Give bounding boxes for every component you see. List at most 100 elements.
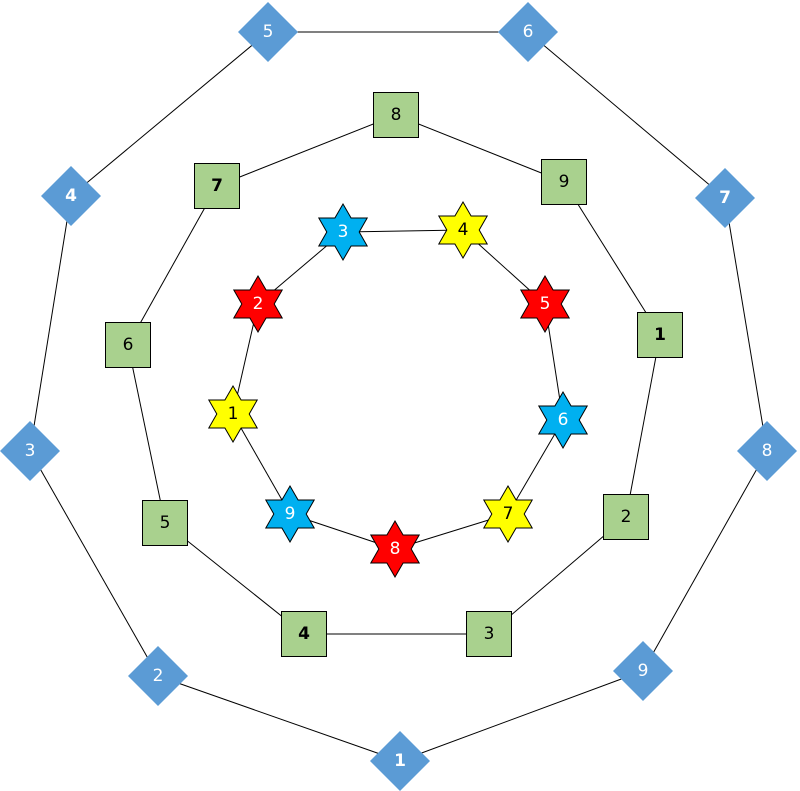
inner-star-node: 1 <box>207 385 259 443</box>
node-label: 2 <box>621 507 632 527</box>
node-label: 8 <box>391 105 402 125</box>
node-label: 2 <box>153 666 164 686</box>
square-shape <box>281 611 327 657</box>
square-shape <box>373 92 419 138</box>
node-label: 5 <box>540 294 551 314</box>
middle-ring-connector <box>127 185 218 346</box>
diamond-shape <box>128 646 188 706</box>
node-label: 6 <box>558 410 569 430</box>
diamond-shape <box>498 2 558 62</box>
middle-ring-connector <box>395 114 565 183</box>
hexagram-star-shape <box>537 391 589 449</box>
diamond-shape <box>695 168 755 228</box>
node-label: 7 <box>503 504 514 524</box>
inner-star-node: 3 <box>317 203 369 261</box>
inner-ring-connector <box>342 229 464 233</box>
diamond-shape <box>737 421 797 481</box>
outer-ring-connector <box>70 31 269 197</box>
outer-ring-connector <box>29 195 72 452</box>
inner-star-node: 9 <box>264 485 316 543</box>
middle-ring-connector <box>625 334 661 518</box>
node-label: 4 <box>458 220 469 240</box>
outer-diamond-node: 1 <box>370 731 430 791</box>
middle-square-node: 7 <box>194 163 240 209</box>
node-label: 9 <box>638 661 649 681</box>
middle-square-node: 2 <box>603 494 649 540</box>
node-label: 5 <box>160 513 171 533</box>
square-shape <box>637 312 683 358</box>
diamond-shape <box>0 421 60 481</box>
node-label: 3 <box>484 624 495 644</box>
middle-ring-connector <box>563 181 661 336</box>
inner-star-node: 6 <box>537 391 589 449</box>
square-shape <box>142 500 188 546</box>
outer-ring-connector <box>527 31 726 199</box>
middle-square-node: 3 <box>466 611 512 657</box>
hexagram-star-shape <box>519 275 571 333</box>
outer-diamond-node: 6 <box>498 2 558 62</box>
node-label: 8 <box>762 441 773 461</box>
hexagram-star-shape <box>264 485 316 543</box>
node-label: 3 <box>25 441 36 461</box>
middle-ring-connector <box>127 344 166 524</box>
outer-diamond-node: 5 <box>238 2 298 62</box>
node-label: 8 <box>390 539 401 559</box>
hexagram-star-shape <box>482 485 534 543</box>
inner-star-node: 7 <box>482 485 534 543</box>
middle-ring-connector <box>164 522 305 635</box>
inner-star-node: 4 <box>437 201 489 259</box>
hexagram-star-shape <box>317 203 369 261</box>
outer-ring-connector <box>642 450 768 672</box>
hexagram-star-shape <box>369 520 421 578</box>
square-shape <box>194 163 240 209</box>
square-shape <box>541 159 587 205</box>
node-label: 1 <box>228 404 239 424</box>
hexagram-star-shape <box>232 275 284 333</box>
square-shape <box>466 611 512 657</box>
node-label: 6 <box>523 22 534 42</box>
outer-diamond-node: 9 <box>613 641 673 701</box>
node-label: 2 <box>253 294 264 314</box>
diamond-shape <box>41 166 101 226</box>
outer-ring-connector <box>157 675 401 762</box>
inner-star-node: 8 <box>369 520 421 578</box>
outer-diamond-node: 8 <box>737 421 797 481</box>
outer-diamond-node: 2 <box>128 646 188 706</box>
hexagram-star-shape <box>437 201 489 259</box>
outer-ring-connector <box>724 197 768 452</box>
node-label: 9 <box>285 504 296 524</box>
node-label: 6 <box>123 335 134 355</box>
middle-square-node: 1 <box>637 312 683 358</box>
middle-ring-connector <box>216 114 397 187</box>
middle-square-node: 8 <box>373 92 419 138</box>
square-shape <box>603 494 649 540</box>
node-label: 1 <box>394 751 406 771</box>
node-label: 4 <box>298 624 310 644</box>
node-label: 4 <box>65 186 77 206</box>
diamond-shape <box>238 2 298 62</box>
diamond-shape <box>370 731 430 791</box>
outer-diamond-node: 7 <box>695 168 755 228</box>
outer-diamond-node: 4 <box>41 166 101 226</box>
inner-star-node: 2 <box>232 275 284 333</box>
diamond-shape <box>613 641 673 701</box>
outer-ring-connector <box>29 450 159 677</box>
square-shape <box>105 322 151 368</box>
inner-ring-connector <box>232 413 291 515</box>
inner-ring-connector <box>507 419 564 515</box>
outer-diamond-node: 3 <box>0 421 60 481</box>
node-label: 1 <box>654 325 666 345</box>
node-label: 3 <box>338 222 349 242</box>
node-label: 9 <box>559 172 570 192</box>
hexagram-star-shape <box>207 385 259 443</box>
middle-square-node: 9 <box>541 159 587 205</box>
node-label: 7 <box>211 176 223 196</box>
node-label: 7 <box>719 188 731 208</box>
middle-square-node: 6 <box>105 322 151 368</box>
node-label: 5 <box>263 22 274 42</box>
middle-square-node: 5 <box>142 500 188 546</box>
outer-ring-connector <box>399 670 644 762</box>
